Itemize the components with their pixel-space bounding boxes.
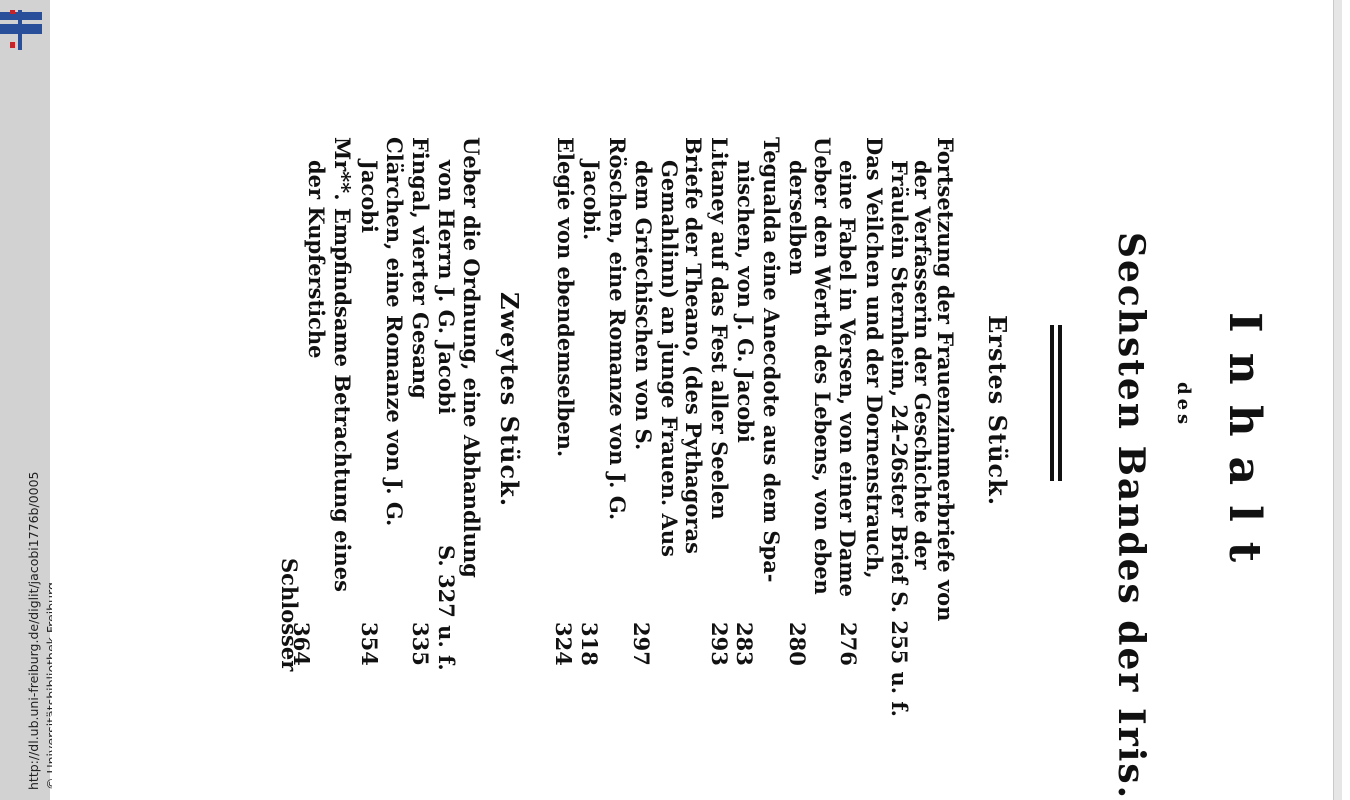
viewer-url[interactable]: http://dl.ub.uni-freiburg.de/diglit/jaco… (26, 471, 41, 790)
toc-line: eine Fabel in Versen, von einer Dame (835, 160, 860, 597)
page-number: 318 (577, 622, 602, 666)
scanned-page: Inhalt des Sechsten Bandes der Iris. Ers… (52, 0, 1342, 800)
toc-line: Jacobi. (579, 160, 604, 241)
toc-line: von Herrn J. G. Jacobi (434, 160, 459, 415)
toc-line: Litaney auf das Fest aller Seelen (707, 137, 732, 520)
toc-line: nischen, von J. G. Jacobi (733, 160, 758, 443)
toc-line: Briefe der Theano, (des Pythagoras (681, 137, 706, 554)
toc-line: Tegualda eine Anecdote aus dem Spa- (759, 137, 784, 583)
toc-line: Jacobi (357, 160, 382, 233)
page-number: 364 (289, 622, 314, 666)
toc-line: dem Griechischen von S. (631, 160, 656, 451)
toc-line: Clärchen, eine Romanze von J. G. (382, 137, 407, 527)
toc-line: Das Veilchen und der Dornenstrauch, (862, 137, 887, 579)
toc-line: der Kupferstiche (304, 160, 329, 359)
toc-line: Fingal, vierter Gesang (408, 137, 433, 399)
toc-line: Röschen, eine Romanze von J. G. (605, 137, 630, 521)
viewer-sidebar: http://dl.ub.uni-freiburg.de/diglit/jaco… (0, 0, 59, 800)
page-number: 354 (357, 622, 382, 666)
toc-line: Gemahlinn) an junge Frauen. Aus (657, 160, 682, 557)
section-heading-1: Erstes Stück. (983, 315, 1012, 507)
library-logo-icon (0, 10, 42, 50)
page-title: Inhalt (1219, 312, 1270, 583)
toc-line: derselben (785, 160, 810, 276)
toc-line: Mr**. Empfindsame Betrachtung eines (330, 137, 355, 592)
toc-line: Ueber den Werth des Lebens, von eben (810, 137, 835, 595)
page-number: S. 327 u. f. (434, 545, 459, 671)
title-des: des (1173, 382, 1194, 429)
toc-line: Fräulein Sternheim, 24-26ster Brief S. 2… (887, 160, 912, 717)
toc-line: Fortsetzung der Frauenzimmerbriefe von (933, 137, 958, 622)
double-rule-2 (1058, 325, 1062, 481)
page-edge (1333, 0, 1342, 800)
toc-line: Elegie von ebendemselben. (553, 137, 578, 458)
page-number: 335 (408, 622, 433, 666)
page-number: 276 (836, 622, 861, 666)
page-number: 280 (785, 622, 810, 666)
toc-line: Ueber die Ordnung, eine Abhandlung (459, 137, 484, 578)
toc-line: der Verfasserin der Geschichte der (910, 160, 935, 570)
page-subtitle: Sechsten Bandes der Iris. (1110, 232, 1152, 800)
page-number: 324 (551, 622, 576, 666)
section-heading-2: Zweytes Stück. (495, 292, 524, 508)
double-rule-1 (1050, 325, 1054, 481)
page-number: 293 (707, 622, 732, 666)
page-number: 283 (732, 622, 757, 666)
page-number: 297 (629, 622, 654, 666)
